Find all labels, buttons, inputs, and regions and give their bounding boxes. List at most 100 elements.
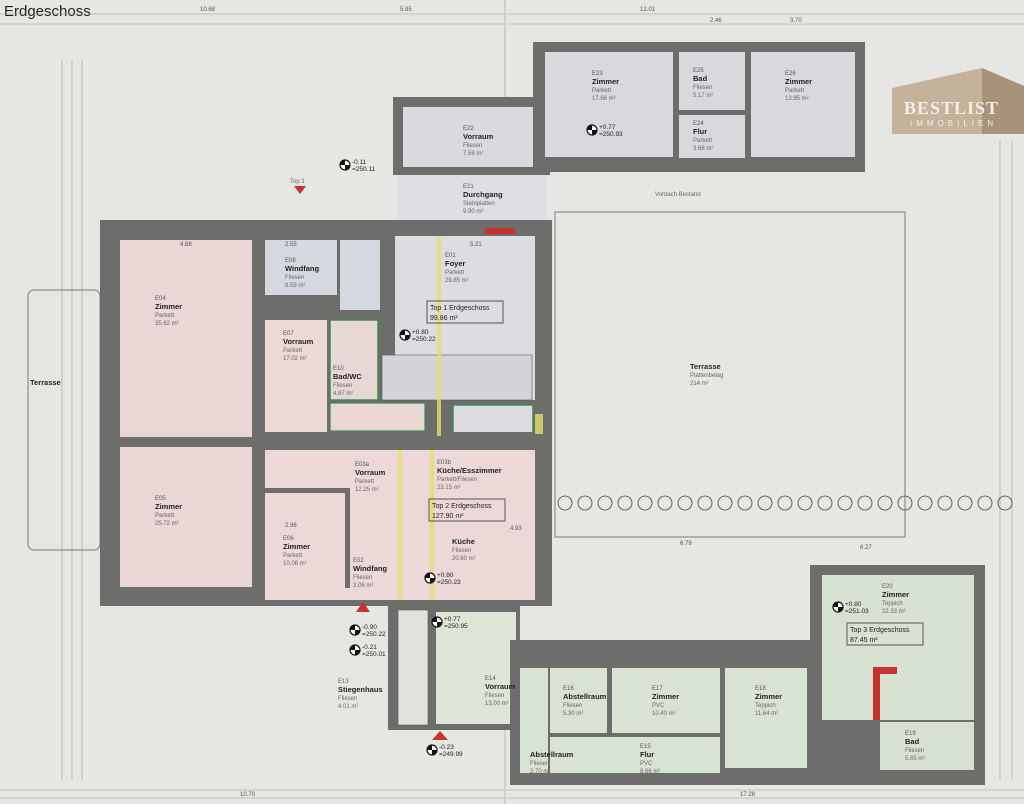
room-floor: Fliesen — [530, 761, 549, 767]
room-id: E05 — [155, 496, 166, 502]
elevation-relative: +0.77 — [444, 616, 461, 623]
room-area: 17.66 m² — [592, 96, 616, 102]
room-name: Zimmer — [882, 590, 909, 599]
room-label: E03bKüche/EsszimmerParkett/Fliesen23.15 … — [437, 460, 502, 491]
elevation-absolute: =249.99 — [439, 751, 463, 758]
elevation-absolute: =250.22 — [412, 336, 436, 343]
room-floor: Parkett/Fliesen — [437, 477, 477, 483]
hedge-row — [557, 495, 1013, 511]
room-id: E10 — [333, 366, 344, 372]
room-floor: Plattenbelag — [690, 373, 723, 379]
room-e14-fill — [436, 612, 516, 724]
elevation-markers: +0.80=250.22+0.77=250.93-0.11=250.11+0.8… — [339, 124, 869, 758]
elevation-relative: +0.80 — [437, 572, 454, 579]
room-name: Küche/Esszimmer — [437, 466, 502, 475]
room-floor: Fliesen — [353, 575, 372, 581]
room-area: 5.65 m² — [905, 756, 925, 762]
room-id: E20 — [882, 584, 893, 590]
room-id: E07 — [283, 331, 294, 337]
room-name: Zimmer — [755, 692, 782, 701]
room-area: 3.68 m² — [693, 146, 713, 152]
dimension-label: 2.46 — [710, 18, 722, 24]
elevation-relative: -0.90 — [362, 624, 377, 631]
yellow-markers — [398, 236, 543, 600]
plan-title: Erdgeschoss — [4, 3, 91, 20]
room-e20-fill — [822, 575, 974, 720]
terrace-left-label: Terrasse — [30, 378, 61, 387]
room-area: 29.85 m² — [445, 278, 469, 284]
room-area: 3.06 m² — [353, 583, 373, 589]
room-e26-fill — [751, 52, 855, 157]
elevation-absolute: =250.23 — [437, 579, 461, 586]
room-e05-fill — [120, 447, 252, 587]
room-id: E16 — [563, 686, 574, 692]
room-area: 2.70 m² — [530, 769, 550, 775]
room-floor: Fliesen — [285, 275, 304, 281]
room-e06-fill — [268, 494, 344, 586]
room-name: Windfang — [285, 264, 320, 273]
room-name: Vorraum — [463, 132, 494, 141]
elevation-absolute: =250.01 — [362, 651, 386, 658]
room-id: E14 — [485, 676, 496, 682]
elevation-relative: +0.80 — [412, 329, 429, 336]
red-marker — [485, 228, 515, 234]
room-id: E19 — [905, 731, 916, 737]
room-floor: Fliesen — [452, 548, 471, 554]
entrance-arrow-icon — [356, 602, 370, 612]
elevation-absolute: =250.11 — [352, 166, 376, 173]
room-e10-fill — [329, 319, 379, 401]
room-floor: Fliesen — [905, 748, 924, 754]
room-name: Zimmer — [283, 542, 310, 551]
dimension-label: 6.79 — [680, 541, 692, 547]
room-id: E06 — [283, 536, 294, 542]
room-e07-fill — [265, 320, 327, 432]
room-floor: Parkett — [283, 348, 302, 354]
room-id: E18 — [755, 686, 766, 692]
room-e08-fill — [265, 240, 337, 295]
room-floor: Parkett — [155, 513, 174, 519]
room-area: 5.30 m² — [563, 711, 583, 717]
room-area: 12.25 m² — [355, 487, 379, 493]
room-area: 11.64 m² — [755, 711, 778, 717]
unit-label: Top 3 Erdgeschoss — [850, 627, 910, 634]
entrance-arrow-icon — [432, 731, 448, 740]
room-id: E08 — [285, 258, 296, 264]
room-name: Abstellraum — [563, 692, 607, 701]
room-id: E22 — [463, 126, 474, 132]
elevation-absolute: =251.03 — [845, 608, 869, 615]
room-floor: Parkett — [592, 88, 611, 94]
unit-area: 99.86 m² — [430, 315, 458, 322]
staircase-main — [381, 354, 533, 401]
bestlist-logo: BESTLIST IMMOBILIEN — [892, 68, 1024, 134]
room-name: Zimmer — [785, 77, 812, 86]
room-id: E26 — [785, 71, 796, 77]
room-id: E03b — [437, 460, 452, 466]
room-area: 5.17 m² — [693, 93, 713, 99]
room-e18-fill — [725, 668, 807, 768]
logo-text: BESTLIST — [904, 98, 1000, 118]
room-name: Zimmer — [652, 692, 679, 701]
room-floor: Parkett — [355, 479, 374, 485]
room-area: 25.72 m² — [155, 521, 179, 527]
room-id: E25 — [693, 68, 704, 74]
room-area: 4.87 m² — [333, 391, 353, 397]
room-area: 8.59 m² — [285, 283, 305, 289]
room-area: 17.02 m² — [283, 356, 307, 362]
room-area: 7.58 m² — [463, 151, 483, 157]
room-name: Bad — [905, 737, 920, 746]
room-id: E13 — [338, 679, 349, 685]
